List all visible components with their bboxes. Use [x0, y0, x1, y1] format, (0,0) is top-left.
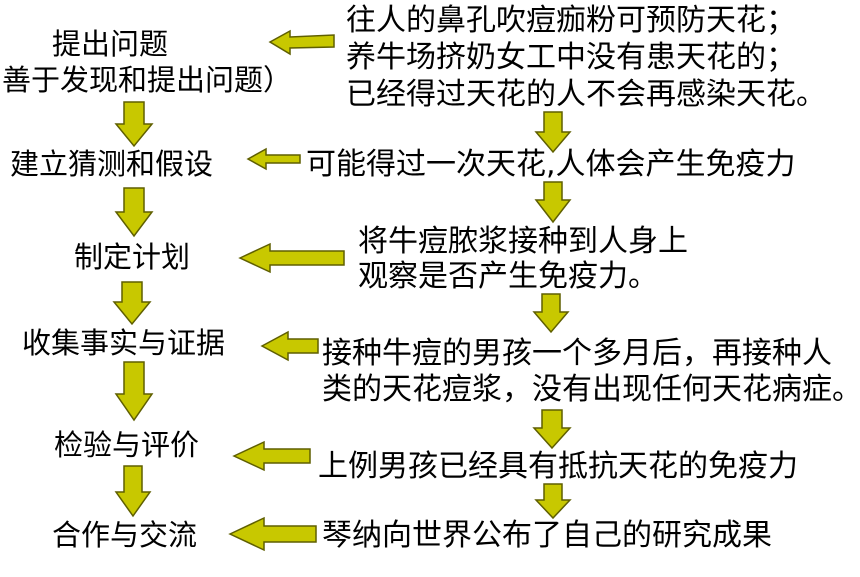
evidence-3-line-2: 观察是否产生免疫力。	[358, 259, 658, 294]
evidence-4-line-2: 类的天花痘浆，没有出现任何天花病症。	[322, 372, 860, 407]
down-arrow-right-4	[532, 409, 572, 450]
left-arrow-3	[238, 242, 345, 274]
evidence-3-line-1: 将牛痘脓浆接种到人身上	[358, 224, 688, 259]
evidence-6-line-1: 琴纳向世界公布了自己的研究成果	[322, 518, 772, 553]
step-6-label: 合作与交流	[52, 518, 198, 552]
down-arrow-left-1	[114, 101, 154, 148]
down-arrow-right-1	[534, 111, 572, 154]
left-arrow-6	[228, 516, 317, 552]
down-arrow-right-2	[534, 181, 572, 224]
step-2-label: 建立猜测和假设	[10, 147, 214, 181]
left-arrow-4	[260, 330, 319, 362]
step-3-label: 制定计划	[74, 240, 191, 274]
down-arrow-left-3	[112, 281, 152, 326]
down-arrow-left-2	[114, 187, 154, 238]
down-arrow-right-5	[534, 483, 572, 520]
evidence-5-line-1: 上例男孩已经具有抵抗天花的免疫力	[318, 449, 798, 484]
left-arrow-2	[246, 147, 301, 171]
evidence-1-line-3: 已经得过天花的人不会再感染天花。	[346, 77, 826, 112]
evidence-4-line-1: 接种牛痘的男孩一个多月后，再接种人	[322, 336, 832, 371]
step-1-label: 提出问题	[52, 27, 169, 61]
step-1-note: 善于发现和提出问题）	[2, 63, 293, 97]
left-arrow-1	[268, 29, 335, 56]
evidence-1-line-2: 养牛场挤奶女工中没有患天花的；	[346, 40, 796, 75]
evidence-2-line-1: 可能得过一次天花,人体会产生免疫力	[306, 147, 796, 182]
down-arrow-left-5	[114, 465, 152, 518]
step-4-label: 收集事实与证据	[22, 326, 226, 360]
step-5-label: 检验与评价	[54, 428, 200, 462]
evidence-1-line-1: 往人的鼻孔吹痘痂粉可预防天花；	[346, 3, 796, 38]
down-arrow-right-3	[532, 293, 570, 334]
left-arrow-5	[232, 440, 311, 472]
down-arrow-left-4	[114, 361, 154, 422]
